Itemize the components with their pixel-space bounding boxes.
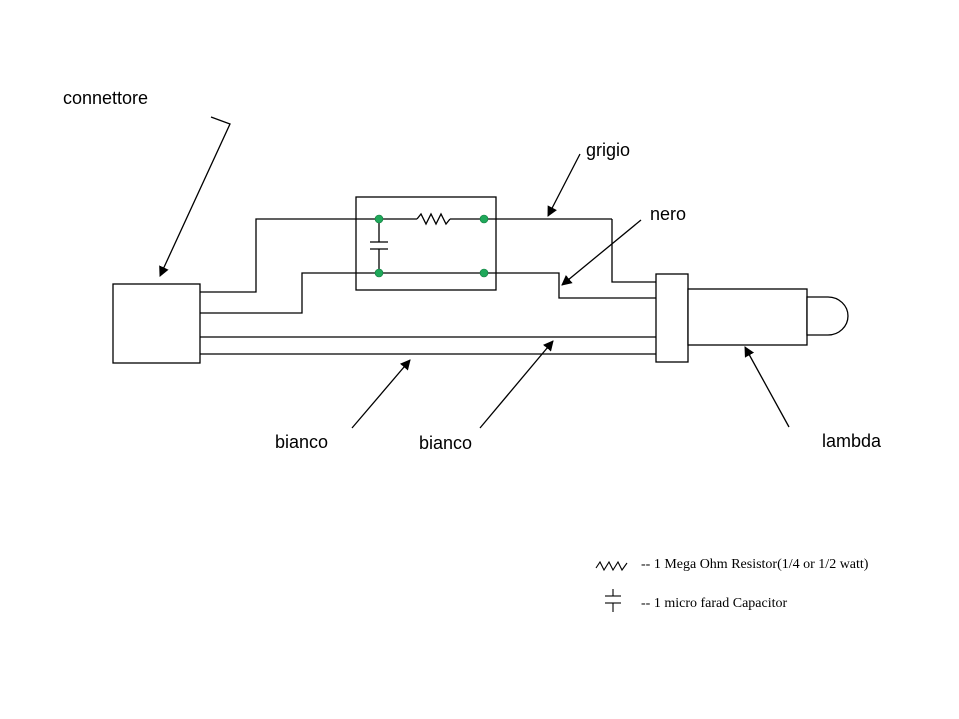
white-pointer-1	[351, 359, 411, 429]
wire-black-out	[484, 272, 656, 299]
node-top-left	[374, 214, 384, 224]
connector-pointer	[159, 116, 231, 277]
node-bottom-left	[374, 268, 384, 278]
legend-resistor-text: -- 1 Mega Ohm Resistor(1/4 or 1/2 watt)	[641, 557, 869, 572]
node-top-right	[479, 214, 489, 224]
wire-black	[200, 272, 379, 314]
label-grey: grigio	[586, 140, 631, 160]
legend-capacitor-text: -- 1 micro farad Capacitor	[641, 596, 788, 611]
white-pointer-2	[479, 340, 554, 429]
resistor-symbol	[416, 212, 451, 226]
label-connector: connettore	[63, 88, 149, 108]
connector-block	[112, 283, 201, 364]
label-lambda: lambda	[822, 431, 882, 451]
sensor-flange	[655, 273, 689, 363]
label-white-2: bianco	[419, 433, 473, 453]
grey-pointer	[547, 153, 581, 217]
sensor-tip	[806, 296, 849, 336]
legend-resistor-icon	[595, 560, 628, 572]
wire-grey	[200, 218, 379, 293]
node-bottom-right	[479, 268, 489, 278]
label-black: nero	[650, 204, 687, 224]
sensor-body	[687, 288, 808, 346]
wire-grey-sensor	[611, 219, 656, 283]
black-pointer	[561, 219, 642, 286]
lambda-pointer	[744, 346, 790, 428]
label-white-1: bianco	[275, 432, 329, 452]
